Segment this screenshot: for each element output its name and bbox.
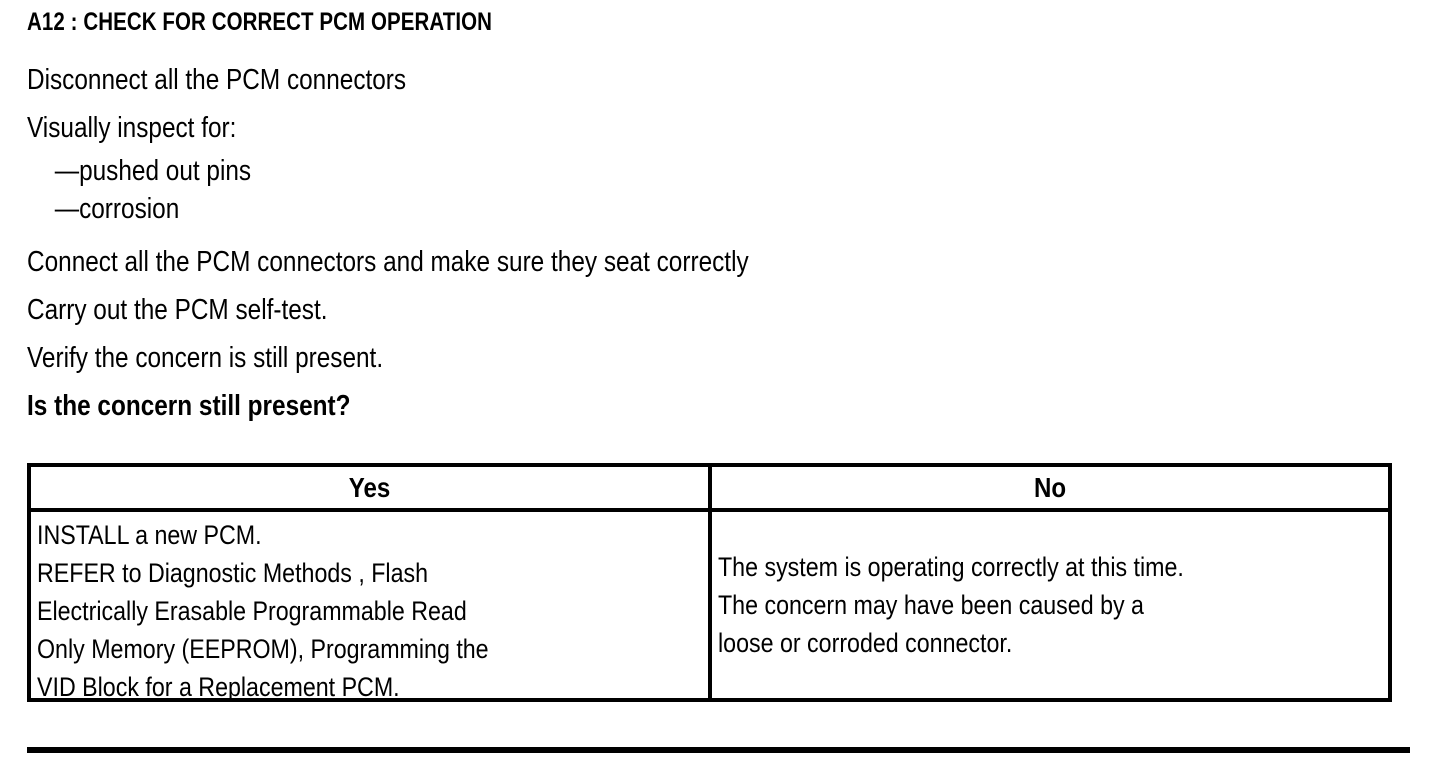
instruction-question: Is the concern still present? [27,390,351,422]
decision-table: Yes No INSTALL a new PCM. REFER to Diagn… [27,463,1392,702]
instruction-line: Visually inspect for: [27,112,237,144]
column-header-label: No [1033,472,1067,503]
table-row: INSTALL a new PCM. REFER to Diagnostic M… [31,512,1388,698]
table-header-yes: Yes [31,467,712,508]
instruction-line: Carry out the PCM self-test. [27,294,328,326]
table-cell-yes: INSTALL a new PCM. REFER to Diagnostic M… [31,512,712,698]
table-cell-no: The system is operating correctly at thi… [712,512,1388,698]
instruction-bullet: —corrosion [54,193,180,225]
yes-action-block: INSTALL a new PCM. REFER to Diagnostic M… [31,512,708,698]
cell-line: Electrically Erasable Programmable Read [37,596,467,626]
instruction-bullet: —pushed out pins [54,155,252,187]
page-title: A12 : CHECK FOR CORRECT PCM OPERATION [27,8,493,36]
column-header-label: Yes [348,472,391,503]
cell-line: loose or corroded connector. [718,628,1013,658]
cell-line: Only Memory (EEPROM), Programming the [37,634,489,664]
cell-line: INSTALL a new PCM. [37,520,262,550]
table-header-no: No [712,467,1388,508]
instruction-list: Disconnect all the PCM connectors Visual… [27,56,1407,430]
cell-line: The system is operating correctly at thi… [718,552,1184,582]
instruction-line: Verify the concern is still present. [27,342,384,374]
no-action-block: The system is operating correctly at thi… [712,512,1388,698]
cell-line: REFER to Diagnostic Methods , Flash [37,558,429,588]
instruction-line: Connect all the PCM connectors and make … [27,246,749,278]
cell-line: VID Block for a Replacement PCM. [37,672,400,698]
page-divider-rule [27,747,1410,753]
instruction-line: Disconnect all the PCM connectors [27,64,407,96]
table-header-row: Yes No [31,467,1388,512]
cell-line: The concern may have been caused by a [718,590,1144,620]
